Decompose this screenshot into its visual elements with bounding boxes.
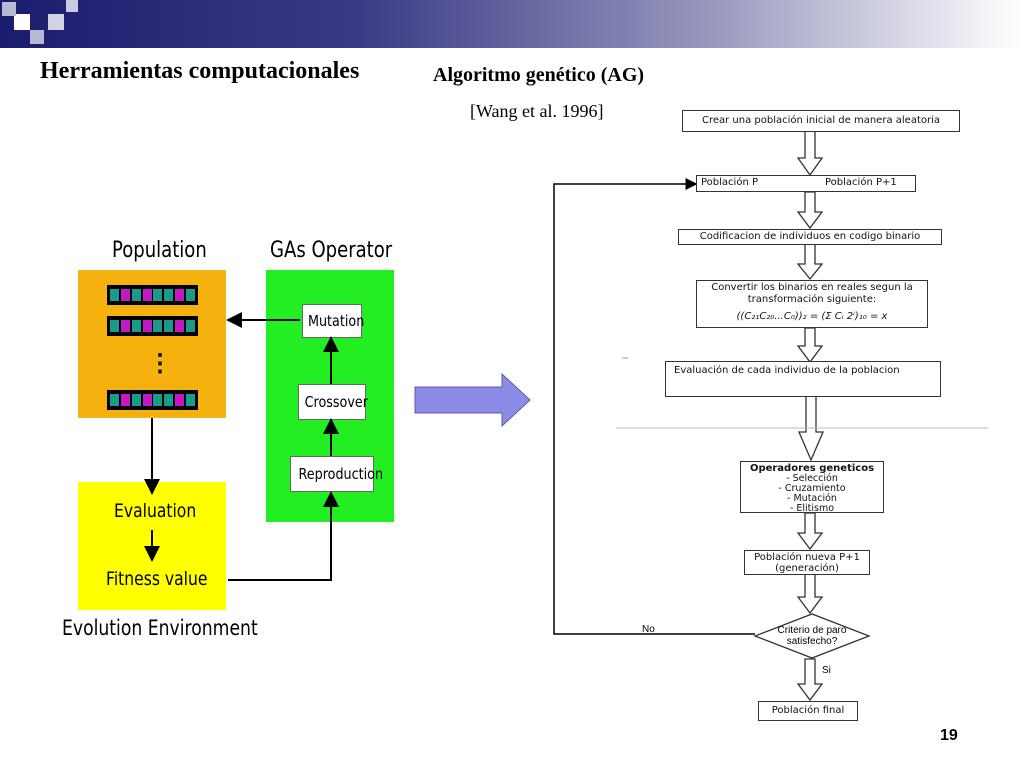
operator-heading: GAs Operator — [270, 238, 393, 263]
conversion-formula: ((C₂₁C₂₀...C₀))₂ = (Σ Cᵢ 2ⁱ)₁₀ = x — [736, 311, 888, 322]
population-heading: Population — [112, 238, 207, 263]
gene-cell — [186, 289, 196, 301]
population-cycle-box: Población P Población P+1 — [696, 175, 916, 192]
decor-square — [30, 30, 44, 44]
gene-cell — [153, 289, 163, 301]
gene-cell — [153, 394, 163, 406]
gene-cell — [109, 289, 119, 301]
gene-cell — [131, 394, 141, 406]
evaluation-step-box: Evaluación de cada individuo de la pobla… — [665, 361, 941, 397]
yes-label: Si — [822, 665, 831, 676]
chromosome — [107, 285, 198, 305]
left-arrows — [144, 312, 531, 581]
new-population-line2: (generación) — [775, 563, 839, 574]
gene-cell — [186, 320, 196, 332]
final-population-box: Población final — [758, 701, 858, 721]
gene-cell — [120, 289, 130, 301]
init-population-box: Crear una población inicial de manera al… — [682, 110, 960, 132]
chromosome — [107, 316, 198, 336]
fitness-label: Fitness value — [106, 568, 208, 590]
decor-square — [48, 14, 64, 30]
operator-item: - Selección — [786, 473, 838, 484]
operator-item: - Cruzamiento — [778, 483, 846, 494]
gene-cell — [175, 320, 185, 332]
conversion-line1: Convertir los binarios en reales segun l… — [711, 282, 913, 293]
decor-square — [66, 0, 78, 12]
gene-cell — [164, 289, 174, 301]
evaluation-label: Evaluation — [114, 500, 197, 522]
environment-label: Evolution Environment — [62, 616, 258, 640]
gene-cell — [109, 394, 119, 406]
gene-cell — [175, 394, 185, 406]
new-population-box: Población nueva P+1 (generación) — [744, 550, 870, 575]
citation: [Wang et al. 1996] — [470, 101, 604, 121]
gene-cell — [120, 320, 130, 332]
conversion-box: Convertir los binarios en reales segun l… — [696, 280, 928, 328]
page-number: 19 — [940, 727, 958, 744]
slide-title: Herramientas computacionales — [40, 58, 360, 84]
operator-item: - Mutación — [787, 493, 837, 504]
gene-cell — [175, 289, 185, 301]
population-p-label: Población P — [701, 177, 758, 188]
gene-cell — [153, 320, 163, 332]
reproduction-box: Reproduction — [290, 456, 383, 492]
gene-cell — [164, 320, 174, 332]
genetic-operators-box: Operadores geneticos - Selección - Cruza… — [740, 461, 884, 514]
big-right-arrow — [414, 372, 531, 428]
stop-criterion-label: Criterio de paro satisfecho? — [772, 625, 852, 647]
population-p1-label: Población P+1 — [825, 177, 897, 188]
criterion-line1: Criterio de paro — [777, 625, 847, 636]
chromosome — [107, 390, 198, 410]
conversion-line2: transformación siguiente: — [747, 294, 877, 305]
operators-title: Operadores geneticos — [749, 463, 875, 474]
gene-cell — [109, 320, 119, 332]
gene-cell — [186, 394, 196, 406]
fitness-to-reproduction-arrow — [228, 491, 339, 581]
slide-subtitle: Algoritmo genético (AG) — [433, 64, 645, 86]
new-population-line1: Población nueva P+1 — [754, 552, 860, 563]
criterion-line2: satisfecho? — [786, 636, 838, 647]
gene-cell — [131, 289, 141, 301]
gene-cell — [120, 394, 130, 406]
encoding-box: Codificacion de individuos en codigo bin… — [678, 229, 942, 245]
no-label: No — [642, 624, 655, 635]
gene-cell — [142, 394, 152, 406]
crossover-box: Crossover — [298, 384, 368, 420]
decor-square — [2, 2, 16, 16]
decor-square — [14, 14, 30, 30]
decision-diamond — [753, 613, 871, 659]
title-bar — [0, 0, 1024, 48]
operator-item: - Elitismo — [789, 503, 835, 514]
gene-cell — [142, 289, 152, 301]
gene-cell — [164, 394, 174, 406]
gene-cell — [142, 320, 152, 332]
ellipsis: ⋮ — [148, 350, 172, 377]
gene-cell — [131, 320, 141, 332]
